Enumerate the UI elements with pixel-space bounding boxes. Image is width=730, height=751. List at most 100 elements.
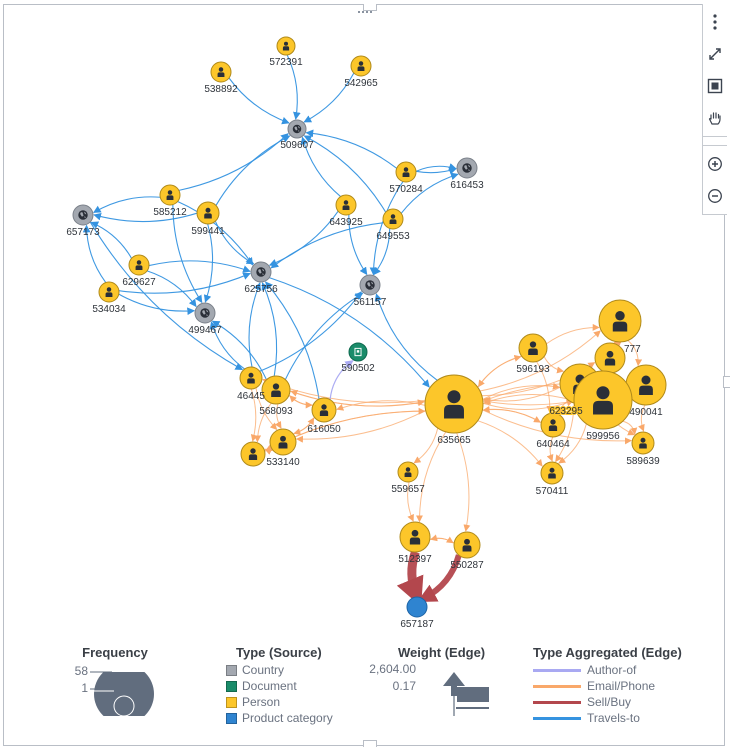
node-circle[interactable]: [159, 184, 181, 206]
edge-email-phone[interactable]: [483, 394, 575, 405]
graph-node-person[interactable]: [399, 521, 431, 553]
edge-email-phone[interactable]: [638, 404, 646, 432]
edge-email-phone[interactable]: [478, 355, 522, 388]
top-resize-handle[interactable]: [363, 4, 377, 11]
edge-email-phone[interactable]: [627, 340, 643, 367]
edge-email-phone[interactable]: [255, 387, 278, 430]
node-circle[interactable]: [210, 61, 232, 83]
node-circle[interactable]: [276, 36, 296, 56]
graph-node-product[interactable]: [406, 596, 428, 618]
node-circle[interactable]: [518, 333, 548, 363]
edge-travels-to[interactable]: [265, 281, 320, 400]
edge-email-phone[interactable]: [479, 330, 601, 392]
edge-email-phone[interactable]: [546, 436, 554, 462]
edge-sell-buy[interactable]: [396, 550, 424, 607]
graph-node-person[interactable]: [210, 61, 232, 83]
expand-icon[interactable]: [703, 38, 727, 70]
legend-type-aggregated-item[interactable]: Email/Phone: [533, 678, 682, 694]
node-circle[interactable]: [406, 596, 428, 618]
edge-email-phone[interactable]: [558, 423, 587, 464]
node-circle[interactable]: [399, 521, 431, 553]
node-circle[interactable]: [598, 299, 642, 343]
edge-travels-to[interactable]: [172, 204, 203, 304]
edge-travels-to[interactable]: [90, 221, 133, 259]
edge-travels-to[interactable]: [177, 200, 254, 266]
edge-email-phone[interactable]: [456, 432, 471, 532]
edge-travels-to[interactable]: [305, 129, 398, 169]
graph-node-person[interactable]: [269, 428, 297, 456]
edge-travels-to[interactable]: [261, 282, 278, 377]
edge-travels-to[interactable]: [93, 196, 161, 214]
select-box-icon[interactable]: [703, 70, 727, 102]
graph-node-person[interactable]: [598, 299, 642, 343]
edge-travels-to[interactable]: [93, 212, 198, 223]
edge-email-phone[interactable]: [407, 481, 414, 522]
edge-email-phone[interactable]: [546, 323, 600, 345]
edge-travels-to[interactable]: [259, 291, 362, 372]
edge-email-phone[interactable]: [274, 403, 282, 429]
edge-travels-to[interactable]: [348, 214, 368, 276]
edge-travels-to[interactable]: [215, 135, 291, 206]
edge-travels-to[interactable]: [303, 135, 387, 213]
graph-node-country[interactable]: [287, 119, 307, 139]
edge-email-phone[interactable]: [543, 356, 565, 374]
edge-email-phone[interactable]: [289, 395, 313, 406]
edge-email-phone[interactable]: [295, 409, 426, 443]
legend-type-source-item[interactable]: Product category: [226, 710, 333, 726]
edge-email-phone[interactable]: [413, 427, 439, 464]
edge-travels-to[interactable]: [146, 270, 197, 308]
node-circle[interactable]: [453, 531, 481, 559]
graph-node-person[interactable]: [540, 412, 566, 438]
edge-travels-to[interactable]: [400, 172, 459, 214]
edge-travels-to[interactable]: [415, 167, 457, 175]
edge-travels-to[interactable]: [269, 277, 430, 388]
edge-travels-to[interactable]: [369, 181, 404, 276]
graph-node-person[interactable]: [573, 370, 633, 430]
graph-node-person[interactable]: [128, 254, 150, 276]
edge-email-phone[interactable]: [477, 354, 522, 388]
graph-node-person[interactable]: [631, 431, 655, 455]
node-circle[interactable]: [424, 374, 484, 434]
graph-node-person[interactable]: [240, 441, 266, 467]
graph-node-person[interactable]: [335, 194, 357, 216]
graph-node-person[interactable]: [196, 201, 220, 225]
edge-email-phone[interactable]: [254, 402, 272, 443]
graph-node-document[interactable]: [348, 342, 368, 362]
node-circle[interactable]: [261, 375, 291, 405]
graph-node-person[interactable]: [382, 208, 404, 230]
node-circle[interactable]: [594, 342, 626, 374]
node-circle[interactable]: [573, 370, 633, 430]
legend-type-source-item[interactable]: Document: [226, 678, 333, 694]
graph-node-person[interactable]: [276, 36, 296, 56]
graph-node-person[interactable]: [261, 375, 291, 405]
edge-email-phone[interactable]: [415, 431, 447, 523]
node-circle[interactable]: [196, 201, 220, 225]
zoom-out-icon[interactable]: [703, 180, 727, 212]
graph-node-person[interactable]: [594, 342, 626, 374]
edge-travels-to[interactable]: [118, 293, 196, 316]
edge-travels-to[interactable]: [82, 224, 107, 283]
edge-travels-to[interactable]: [89, 221, 244, 371]
graph-node-person[interactable]: [98, 281, 120, 303]
edge-travels-to[interactable]: [300, 136, 341, 198]
node-circle[interactable]: [128, 254, 150, 276]
edge-travels-to[interactable]: [203, 223, 214, 303]
edge-travels-to[interactable]: [286, 54, 301, 120]
edge-travels-to[interactable]: [303, 72, 355, 123]
drag-grip-icon[interactable]: [358, 11, 372, 13]
edge-email-phone[interactable]: [430, 534, 455, 544]
more-vertical-icon[interactable]: [703, 6, 727, 38]
graph-node-person[interactable]: [311, 397, 337, 423]
legend-type-source-item[interactable]: Person: [226, 694, 333, 710]
node-circle[interactable]: [311, 397, 337, 423]
legend-type-aggregated-item[interactable]: Author-of: [533, 662, 682, 678]
hand-pan-icon[interactable]: [703, 102, 727, 134]
edge-email-phone[interactable]: [482, 382, 560, 400]
graph-node-person[interactable]: [424, 374, 484, 434]
right-resize-handle[interactable]: [723, 376, 730, 388]
edge-travels-to[interactable]: [118, 272, 251, 294]
graph-node-person[interactable]: [159, 184, 181, 206]
graph-node-country[interactable]: [456, 157, 478, 179]
graph-node-country[interactable]: [194, 302, 216, 324]
